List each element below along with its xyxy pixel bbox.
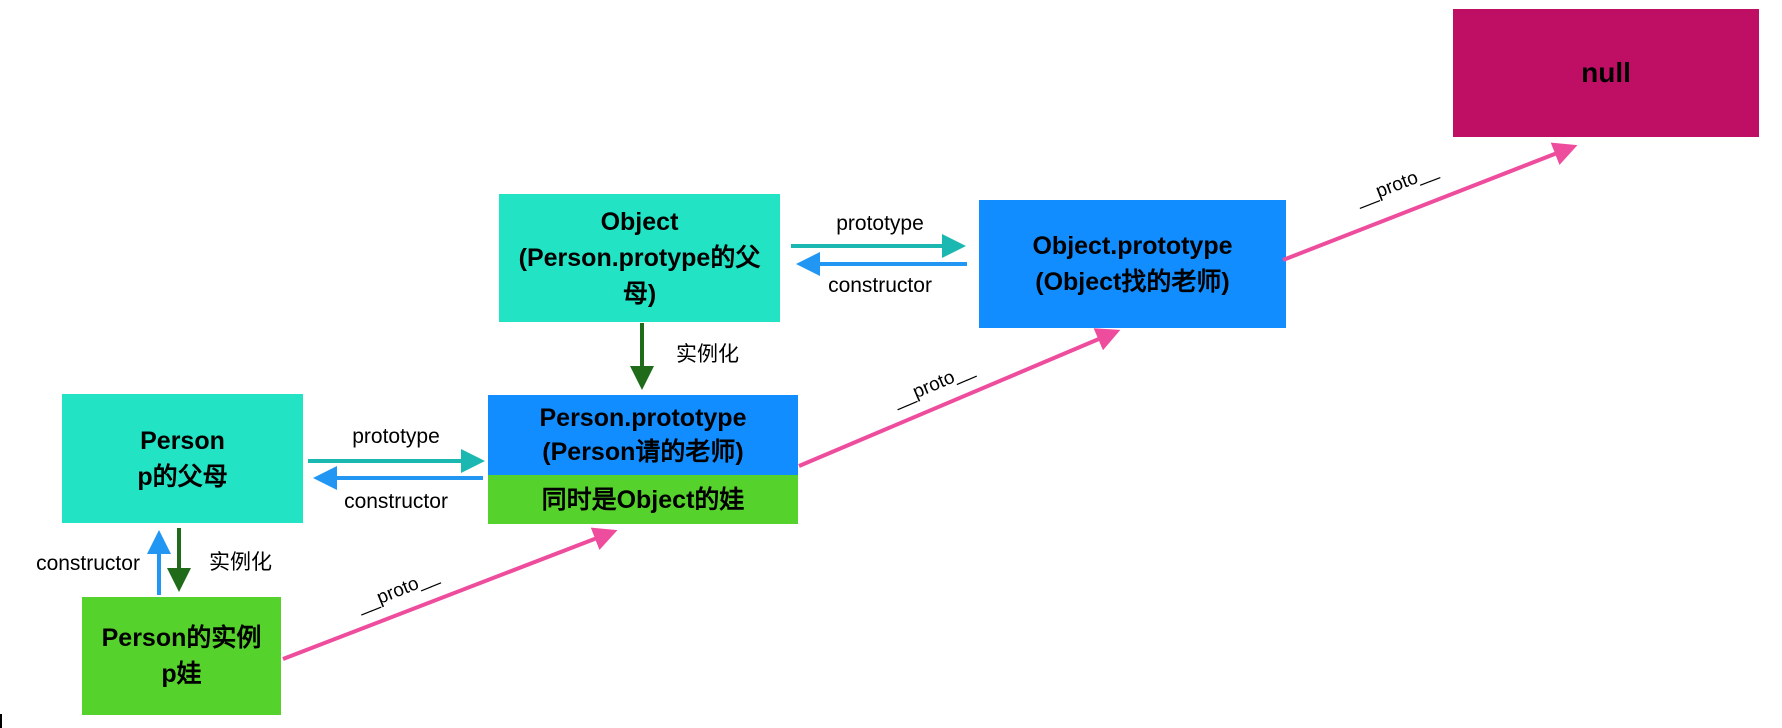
node-object-line1: Object	[600, 208, 679, 236]
proto2-label: __proto__	[889, 358, 977, 411]
proto-arrow-object-prototype	[1282, 142, 1578, 262]
proto1-label: __proto__	[353, 565, 442, 617]
instance-instantiate-label: 实例化	[209, 551, 272, 574]
node-object-prototype-line2: (Object找的老师)	[1035, 268, 1230, 296]
node-person-instance-line2: p娃	[161, 660, 202, 688]
node-person-line1: Person	[140, 426, 225, 455]
object-instantiate-label: 实例化	[676, 343, 739, 366]
node-person-prototype: Person.prototype (Person请的老师)	[488, 395, 798, 475]
node-object-prototype-line1: Object.prototype	[1032, 232, 1233, 260]
node-person-instance: Person的实例 p娃	[82, 597, 281, 715]
proto-arrow-person-prototype	[798, 328, 1121, 468]
object-prototype-label: prototype	[836, 212, 924, 235]
node-person-prototype-line1: Person.prototype	[539, 404, 747, 432]
node-object-prototype: Object.prototype (Object找的老师)	[979, 200, 1286, 328]
node-person-prototype-child: 同时是Object的娃	[488, 475, 798, 524]
object-constructor-label: constructor	[828, 274, 932, 297]
person-prototype-label: prototype	[352, 425, 440, 448]
node-object-line2: (Person.protype的父	[518, 244, 761, 272]
node-person: Person p的父母	[62, 394, 303, 523]
node-person-line2: p的父母	[137, 462, 228, 491]
node-object-line3: 母)	[622, 280, 657, 308]
node-null-label: null	[1581, 57, 1631, 88]
proto-arrow-instance	[282, 527, 618, 661]
person-constructor-label: constructor	[344, 490, 448, 513]
instance-constructor-label: constructor	[36, 552, 140, 575]
node-person-prototype-line2: (Person请的老师)	[542, 438, 744, 466]
node-object: Object (Person.protype的父 母)	[499, 194, 780, 322]
node-null: null	[1453, 9, 1759, 137]
node-person-prototype-line3: 同时是Object的娃	[541, 485, 745, 514]
node-person-instance-line1: Person的实例	[101, 624, 262, 652]
